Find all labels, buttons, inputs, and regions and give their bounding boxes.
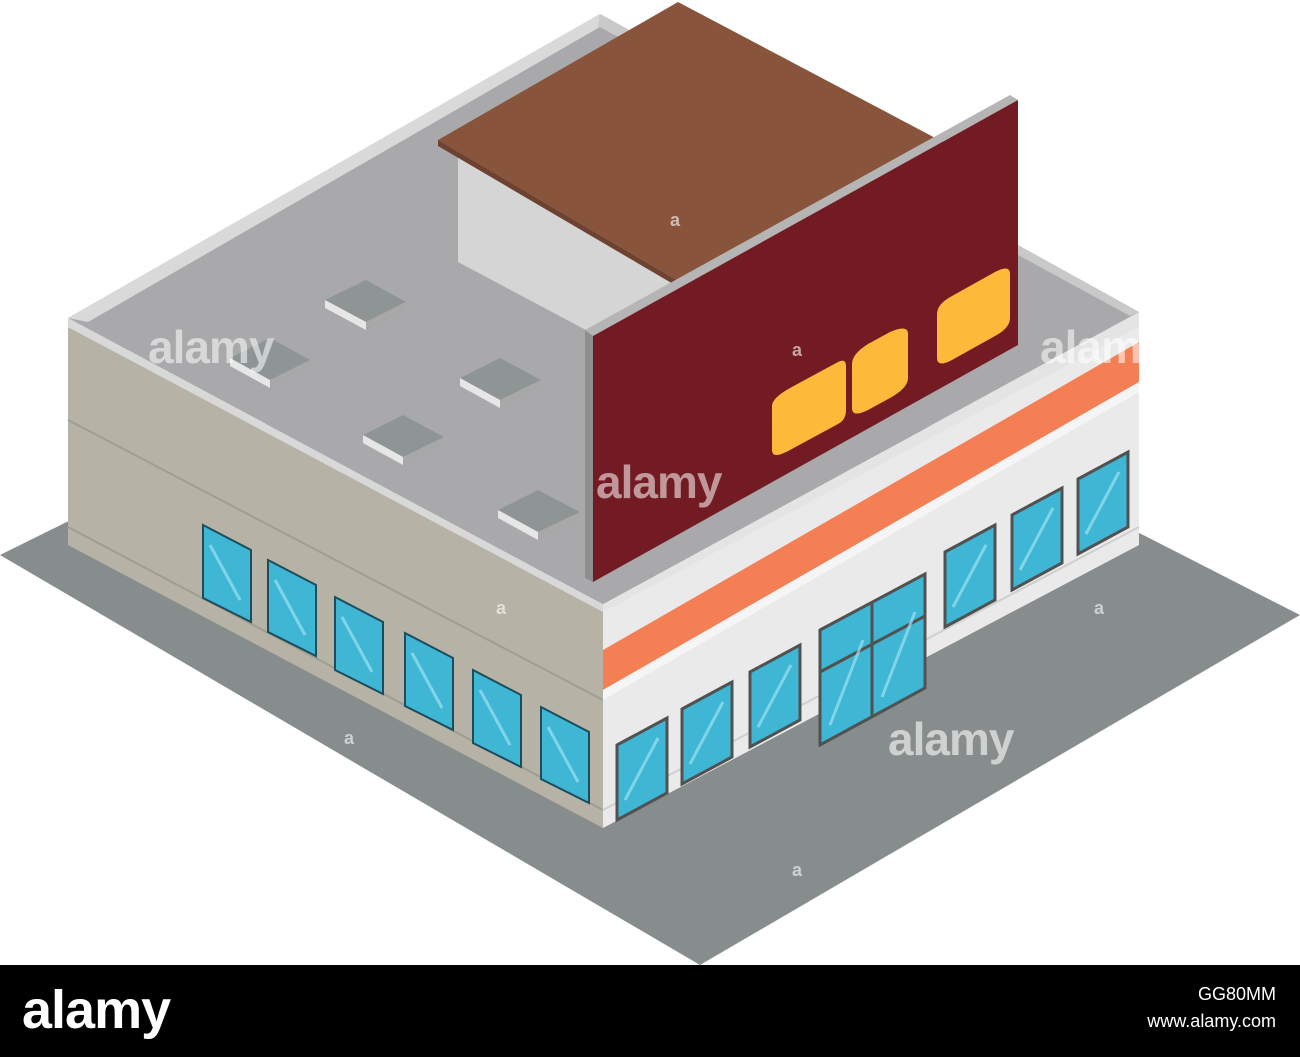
site-url: www.alamy.com xyxy=(1147,1011,1276,1031)
watermark-text: alamy xyxy=(888,713,1014,765)
roof-parapet-right xyxy=(603,312,1139,612)
billboard-lights xyxy=(772,268,1010,455)
watermark-mark: a xyxy=(792,860,803,880)
left-wall xyxy=(68,327,603,828)
footer-brand-logo: alamy xyxy=(22,980,171,1040)
billboard-panel xyxy=(593,100,1018,582)
isometric-building-illustration xyxy=(0,2,1300,965)
watermark-mark: a xyxy=(344,728,355,748)
watermark-mark: a xyxy=(1094,598,1105,618)
watermark-text: alamy xyxy=(1040,321,1166,373)
watermark-mark: a xyxy=(792,340,803,360)
watermark-mark: a xyxy=(496,598,507,618)
facade-stripe xyxy=(603,342,1139,690)
billboard xyxy=(585,95,1018,582)
left-wall-windows xyxy=(202,523,590,805)
roof-parapet-left xyxy=(68,318,603,612)
right-wall-windows xyxy=(615,449,1130,823)
footer-bar: alamy GG80MM www.alamy.com xyxy=(0,965,1300,1057)
watermark-text: alamy xyxy=(596,456,722,508)
watermark-mark: a xyxy=(670,210,681,230)
image-id: GG80MM xyxy=(1197,984,1276,1004)
watermark-text: alamy xyxy=(148,321,274,373)
roof-vents xyxy=(230,280,580,540)
